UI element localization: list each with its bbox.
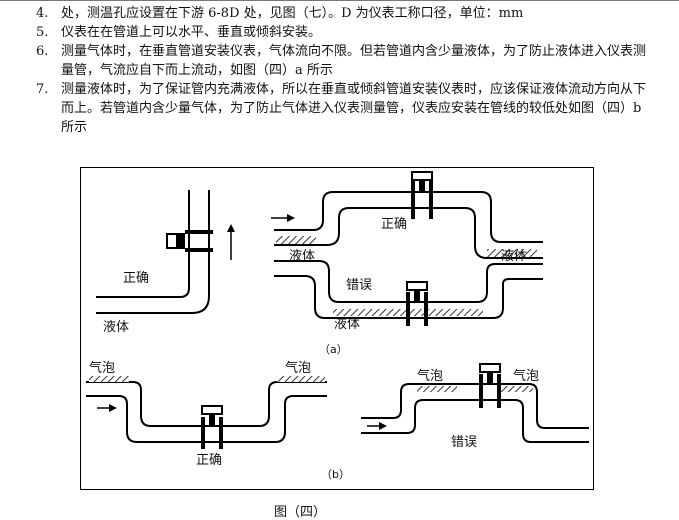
meter-a-right-bottom bbox=[406, 281, 428, 326]
pipe-a-left bbox=[96, 190, 210, 314]
figure-caption: 图（四） bbox=[273, 505, 326, 520]
item-number: 5. bbox=[36, 25, 49, 40]
gas-bubble bbox=[89, 376, 129, 382]
top-rule bbox=[0, 0, 679, 1]
item-text: 仪表在在管道上可以水平、垂直或倾斜安装。 bbox=[61, 25, 322, 40]
list-item: 7. 测量液体时，为了保证管内充满液体，所以在垂直或倾斜管道安装仪表时，应该保证… bbox=[0, 80, 679, 137]
installation-diagram: 正确 液体 正确 液体 液体 bbox=[86, 171, 589, 481]
item-number: 6. bbox=[36, 44, 49, 59]
label-b-left-bubble-left: 气泡 bbox=[89, 360, 115, 376]
label-a-right-wrong: 错误 bbox=[346, 278, 372, 293]
meter-a-right-top bbox=[411, 171, 433, 219]
flange-a-left-top bbox=[185, 230, 213, 234]
flow-arrow-right-icon bbox=[97, 404, 117, 412]
item-text: 处，测温孔应设置在下游 6-8D 处，见图（七）。D 为仪表工称口径，单位：mm bbox=[61, 6, 524, 21]
liquid-deposit bbox=[276, 236, 316, 244]
meter-b-right bbox=[479, 363, 501, 408]
label-b-right-bubble-left: 气泡 bbox=[417, 368, 443, 384]
list-item: 5. 仪表在在管道上可以水平、垂直或倾斜安装。 bbox=[0, 23, 679, 42]
label-a-right-liquid-side: 液体 bbox=[501, 249, 527, 264]
list-item: 6. 测量气体时，在垂直管道安装仪表，气体流向不限。但若管道内含少量液体，为了防… bbox=[0, 42, 679, 80]
label-b-right-wrong: 错误 bbox=[451, 435, 477, 450]
item-text: 测量液体时，为了保证管内充满液体，所以在垂直或倾斜管道安装仪表时，应该保证液体流… bbox=[61, 82, 647, 135]
gas-bubble bbox=[417, 386, 457, 392]
label-a: （a） bbox=[319, 343, 348, 356]
flow-arrow-up-icon bbox=[227, 224, 235, 260]
item-number: 7. bbox=[36, 82, 49, 97]
label-a-left-liquid: 液体 bbox=[103, 320, 129, 335]
meter-a-left-head bbox=[166, 233, 178, 249]
label-a-right-liquid-bottom: 液体 bbox=[334, 317, 360, 332]
flow-arrow-right-icon bbox=[271, 214, 295, 222]
label-b-right-bubble-right: 气泡 bbox=[513, 368, 539, 384]
pipe-b-right bbox=[361, 383, 589, 443]
meter-b-left bbox=[201, 405, 223, 449]
label-a-left-correct: 正确 bbox=[123, 271, 149, 286]
label-b-left-bubble-right: 气泡 bbox=[285, 360, 311, 376]
flow-arrow-right-icon bbox=[367, 422, 387, 430]
liquid-deposit bbox=[487, 249, 537, 257]
meter-a-left-stem bbox=[177, 233, 185, 249]
label-b: （b） bbox=[321, 468, 350, 481]
gas-bubble bbox=[277, 376, 325, 382]
item-number: 4. bbox=[36, 6, 49, 21]
label-b-left-correct: 正确 bbox=[196, 453, 222, 468]
item-text: 测量气体时，在垂直管道安装仪表，气体流向不限。但若管道内含少量液体，为了防止液体… bbox=[61, 44, 647, 78]
label-a-right-correct: 正确 bbox=[381, 217, 407, 232]
gas-bubble bbox=[497, 386, 533, 392]
pipe-a-right-top bbox=[274, 191, 543, 259]
installation-figure: 正确 液体 正确 液体 液体 bbox=[80, 167, 594, 490]
instruction-list: 4. 处，测温孔应设置在下游 6-8D 处，见图（七）。D 为仪表工称口径，单位… bbox=[0, 4, 679, 137]
flange-a-left-bottom bbox=[185, 248, 213, 252]
list-item: 4. 处，测温孔应设置在下游 6-8D 处，见图（七）。D 为仪表工称口径，单位… bbox=[0, 4, 679, 23]
